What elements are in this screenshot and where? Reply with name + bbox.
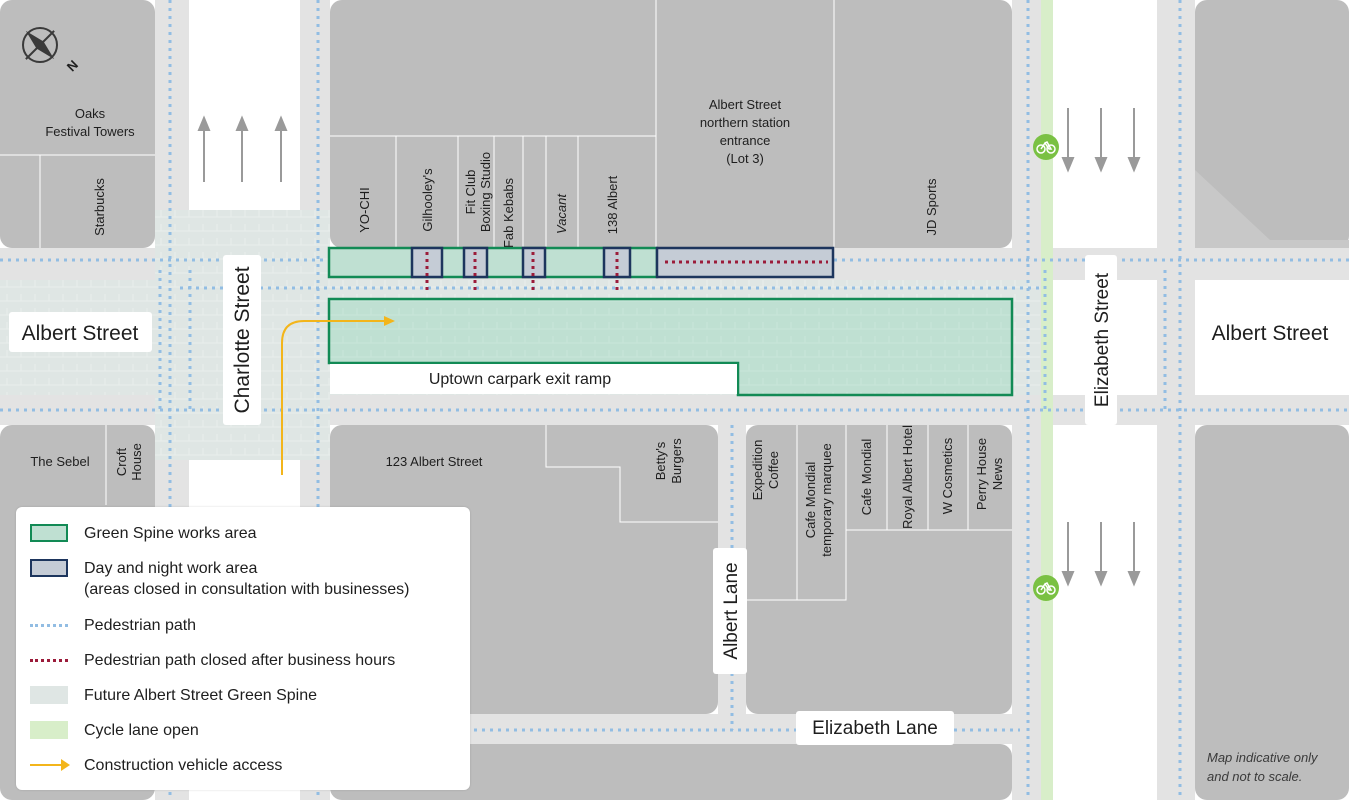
label-w-cosmetics: W Cosmetics <box>940 437 955 514</box>
legend-item-cycle-lane: Cycle lane open <box>30 720 199 741</box>
label-station: (Lot 3) <box>726 151 764 166</box>
legend-swatch <box>30 559 68 577</box>
legend-item-construction-access: Construction vehicle access <box>30 755 282 776</box>
legend-swatch <box>30 721 68 739</box>
legend-item-future-spine: Future Albert Street Green Spine <box>30 685 317 706</box>
label-123-albert: 123 Albert Street <box>386 454 483 469</box>
legend-item-closed-path: Pedestrian path closed after business ho… <box>30 650 395 671</box>
bike-icon <box>1033 575 1059 601</box>
legend-item-day-night: Day and night work area (areas closed in… <box>30 558 410 600</box>
legend-swatch <box>30 759 70 771</box>
street-label-albert-east: Albert Street <box>1212 322 1329 345</box>
label-fitclub: Boxing Studio <box>478 152 493 232</box>
label-starbucks: Starbucks <box>92 178 107 236</box>
label-station: entrance <box>720 133 771 148</box>
label-cafe-mondial: Cafe Mondial <box>859 439 874 516</box>
label-expedition: Coffee <box>766 451 781 489</box>
street-label-albert-west: Albert Street <box>22 322 139 345</box>
map-legend: Green Spine works area Day and night wor… <box>16 507 470 790</box>
closed-pedestrian-paths <box>425 252 828 290</box>
scale-note: Map indicative only and not to scale. <box>1207 748 1318 786</box>
building-divisions <box>0 0 1012 600</box>
block-expedition <box>746 425 1012 714</box>
street-label-plates <box>9 255 1342 745</box>
lane-arrows <box>197 108 1141 587</box>
label-perry-house: Perry House <box>974 438 989 510</box>
legend-swatch <box>30 686 68 704</box>
label-uptown-ramp: Uptown carpark exit ramp <box>429 371 611 388</box>
street-label-albert-lane: Albert Lane <box>721 562 742 659</box>
label-croft-house: House <box>129 443 144 481</box>
legend-label: Pedestrian path closed after business ho… <box>84 652 396 669</box>
label-oaks: Oaks <box>75 106 106 121</box>
label-bettys: Betty's <box>653 441 668 480</box>
label-royal-albert: Royal Albert Hotel <box>900 425 915 529</box>
label-138-albert: 138 Albert <box>605 175 620 234</box>
green-works-main <box>327 297 1014 397</box>
north-arrow-icon <box>21 26 58 63</box>
day-night-work-areas <box>410 246 835 279</box>
label-bettys: Burgers <box>669 438 684 484</box>
street-label-elizabeth: Elizabeth Street <box>1092 272 1113 407</box>
legend-swatch <box>30 623 68 627</box>
green-works-shopfront <box>327 246 659 279</box>
label-yochi: YO-CHI <box>357 187 372 233</box>
legend-item-green-works: Green Spine works area <box>30 523 257 544</box>
legend-label: Future Albert Street Green Spine <box>84 687 318 704</box>
legend-swatch <box>30 658 68 662</box>
legend-label: Construction vehicle access <box>84 757 283 774</box>
label-station: northern station <box>700 115 790 130</box>
label-jd-sports: JD Sports <box>924 178 939 236</box>
street-label-elizabeth-lane: Elizabeth Lane <box>812 718 938 739</box>
label-vacant: Vacant <box>554 193 569 234</box>
label-croft-house: Croft <box>114 448 129 477</box>
green-works-areas <box>327 246 1014 397</box>
legend-label: (areas closed in consultation with busin… <box>84 581 410 598</box>
label-cafe-temp: temporary marquee <box>819 443 834 556</box>
legend-label: Green Spine works area <box>84 525 257 542</box>
bike-icon <box>1033 134 1059 160</box>
label-station: Albert Street <box>709 97 782 112</box>
legend-swatch <box>30 524 68 542</box>
block-south-lane <box>330 744 1012 800</box>
label-fab-kebabs: Fab Kebabs <box>501 177 516 248</box>
label-oaks: Festival Towers <box>45 124 135 139</box>
block-north-east <box>1195 0 1349 248</box>
scale-note-line: and not to scale. <box>1207 769 1303 784</box>
label-cafe-temp: Cafe Mondial <box>803 462 818 539</box>
construction-access-arrow <box>281 316 395 475</box>
label-the-sebel: The Sebel <box>30 454 89 469</box>
block-south-east <box>1195 425 1349 800</box>
legend-label: Cycle lane open <box>84 722 199 739</box>
cycle-lane <box>1041 0 1053 800</box>
label-expedition: Expedition <box>750 440 765 501</box>
uptown-ramp <box>330 364 737 394</box>
legend-label: Pedestrian path <box>84 617 197 634</box>
legend-label: Day and night work area <box>84 560 258 577</box>
block-north-central <box>330 0 1012 248</box>
street-label-charlotte: Charlotte Street <box>231 266 254 413</box>
scale-note-line: Map indicative only <box>1207 750 1318 765</box>
label-fitclub: Fit Club <box>463 170 478 215</box>
label-gilhooleys: Gilhooley's <box>420 168 435 232</box>
label-perry-house: News <box>990 457 1005 490</box>
legend-item-pedestrian-path: Pedestrian path <box>30 615 196 636</box>
